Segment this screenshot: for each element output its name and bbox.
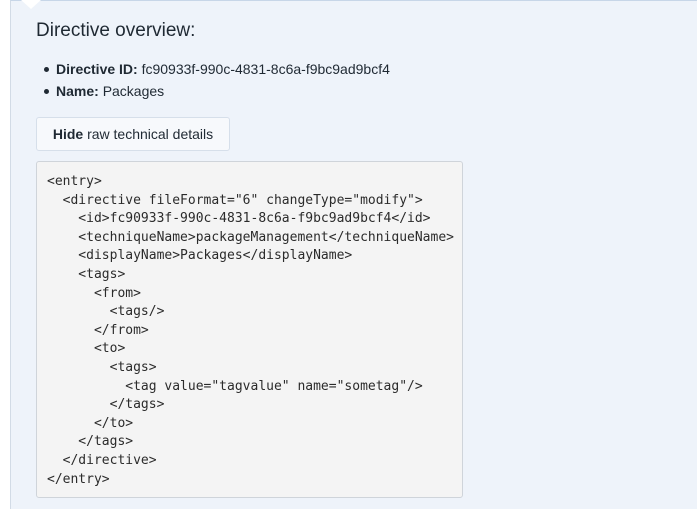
hide-raw-details-button[interactable]: Hide raw technical details: [36, 117, 230, 151]
code-line: </tags>: [47, 434, 134, 450]
property-key: Name:: [56, 83, 99, 99]
code-line: </to>: [47, 415, 134, 431]
code-line: <directive fileFormat="6" changeType="mo…: [47, 192, 423, 208]
code-line: <tag value="tagvalue" name="sometag"/>: [47, 378, 423, 394]
code-line: <tags>: [47, 266, 126, 282]
property-value: fc90933f-990c-4831-8c6a-f9bc9ad9bcf4: [141, 61, 390, 77]
property-directive-id: Directive ID: fc90933f-990c-4831-8c6a-f9…: [36, 59, 390, 81]
property-key: Directive ID:: [56, 61, 138, 77]
property-name: Name: Packages: [36, 81, 390, 103]
page-title: Directive overview:: [36, 20, 196, 41]
code-line: <techniqueName>packageManagement</techni…: [47, 229, 454, 245]
directive-overview-panel: Directive overview: Directive ID: fc9093…: [10, 0, 697, 509]
bullet-icon: [44, 89, 49, 94]
code-line: <displayName>Packages</displayName>: [47, 248, 353, 264]
button-bold-label: Hide: [52, 126, 84, 142]
code-line: </directive>: [47, 452, 157, 468]
directive-properties-list: Directive ID: fc90933f-990c-4831-8c6a-f9…: [36, 59, 390, 103]
bullet-icon: [44, 67, 49, 72]
code-line: </tags>: [47, 397, 165, 413]
property-value: Packages: [102, 83, 165, 99]
code-line: <tags/>: [47, 304, 165, 320]
code-line: <id>fc90933f-990c-4831-8c6a-f9bc9ad9bcf4…: [47, 211, 431, 227]
code-line: <entry>: [47, 174, 102, 189]
panel-pointer: [21, 0, 41, 9]
raw-xml-code: <entry> <directive fileFormat="6" change…: [47, 173, 454, 489]
raw-technical-details: <entry> <directive fileFormat="6" change…: [36, 161, 463, 498]
code-line: <to>: [47, 341, 126, 357]
button-label: raw technical details: [83, 126, 214, 142]
code-line: </from>: [47, 322, 149, 338]
code-line: </entry>: [47, 471, 110, 487]
code-line: <from>: [47, 285, 141, 301]
code-line: <tags>: [47, 359, 157, 375]
